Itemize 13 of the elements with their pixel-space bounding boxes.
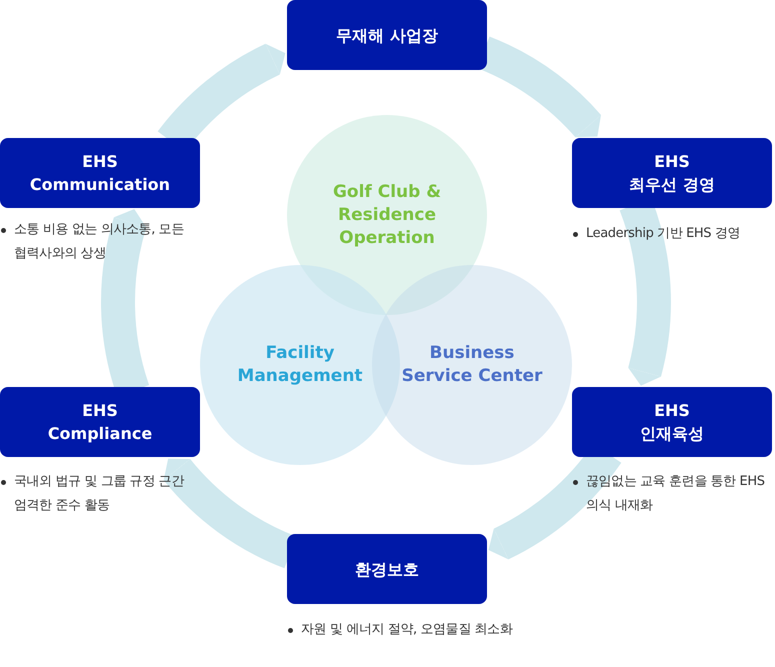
step-box: EHS 최우선 경영 [572,138,772,208]
step-box: EHS Communication [0,138,200,208]
step-box: EHS 인재육성 [572,387,772,457]
bullet-text: 소통 비용 없는 의사소통, 모든 협력사와의 상생 [0,218,199,266]
step-box: 환경보호 [287,534,487,604]
bullet-text: 끊임없는 교육 훈련을 통한 EHS 의식 내재화 [572,470,775,518]
venn-circle: Business Service Center [372,265,572,465]
step-box: 무재해 사업장 [287,0,487,70]
bullet-text: 자원 및 에너지 절약, 오염물질 최소화 [287,618,531,642]
bullet-text: 국내외 법규 및 그룹 규정 근간 엄격한 준수 활동 [0,470,199,518]
step-box: EHS Compliance [0,387,200,457]
venn-circle: Golf Club & Residence Operation [287,115,487,315]
bullet-text: Leadership 기반 EHS 경영 [572,222,775,246]
